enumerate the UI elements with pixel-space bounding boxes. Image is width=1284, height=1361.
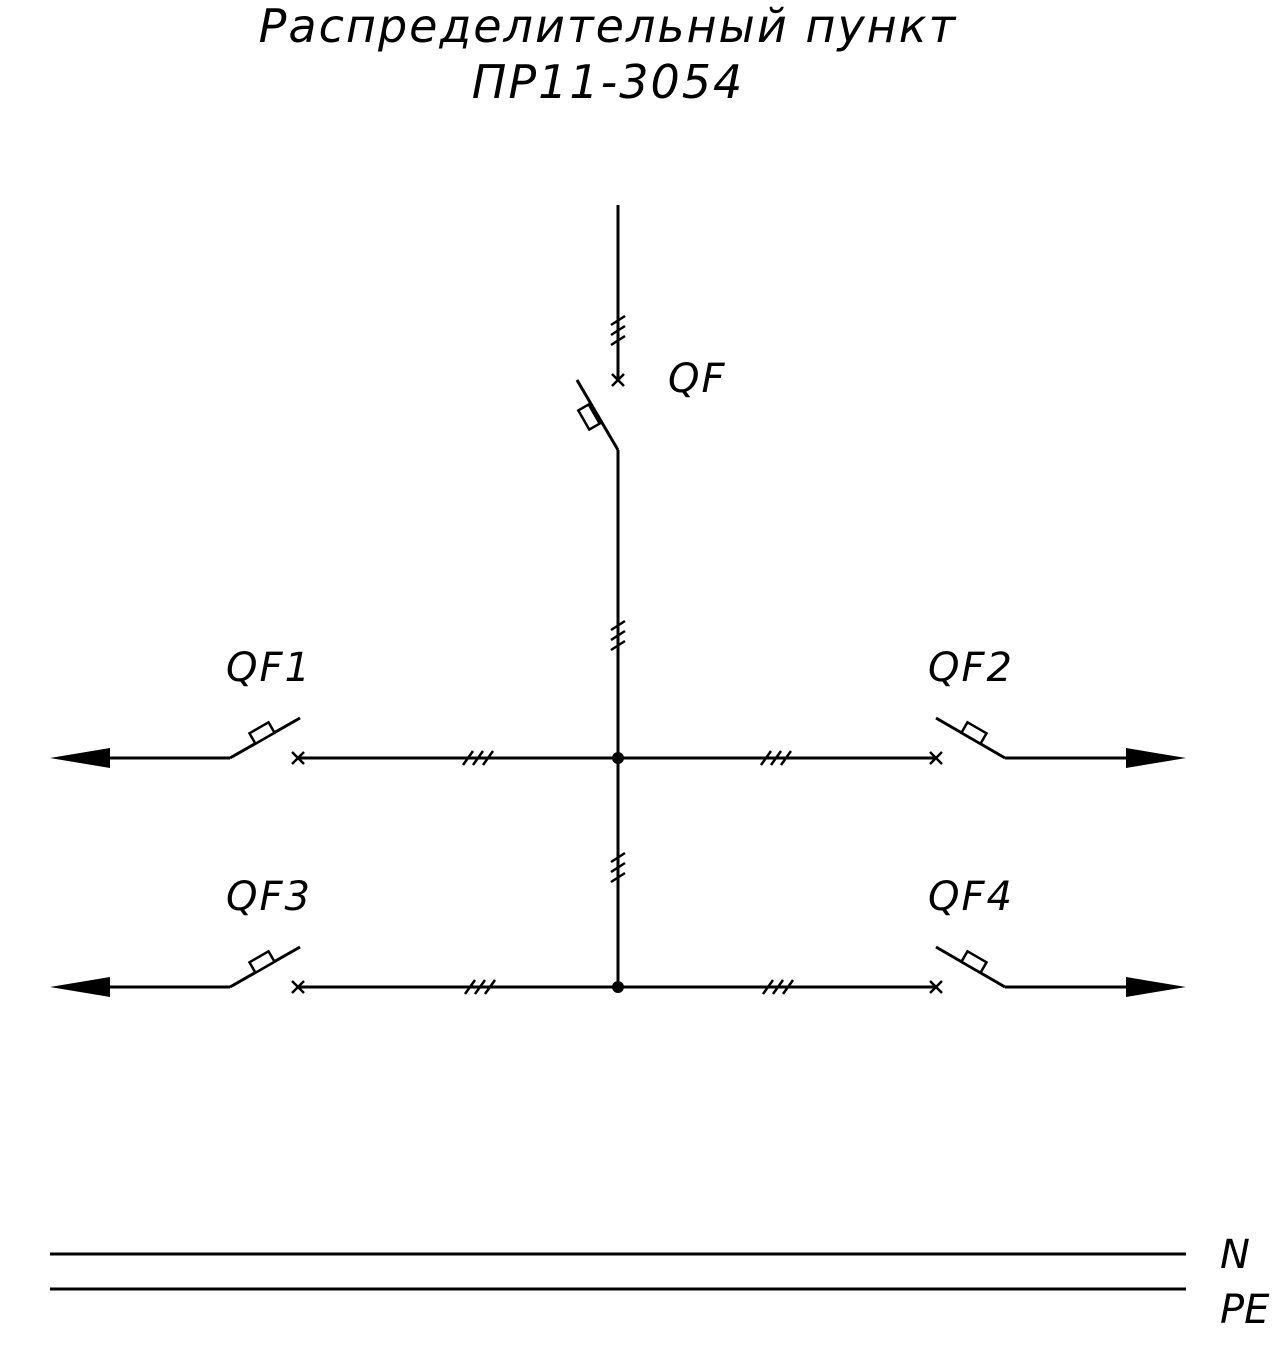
feeder-row-1: QF1 QF2 [50,645,1186,768]
three-phase-mark-upper [610,619,626,652]
breaker-qf [575,379,620,451]
three-phase-mark-main [610,314,626,347]
protective-earth-bus: PE [50,1287,1270,1333]
breaker-qf1-release [247,720,277,746]
breaker-qf4-label: QF4 [928,874,1014,920]
contact-cross-qf4 [929,980,943,994]
breaker-qf3 [50,945,305,997]
outgoing-arrow-qf4 [1126,977,1186,997]
outgoing-arrow-qf3 [50,977,110,997]
breaker-qf2-release [959,720,989,746]
three-phase-mark-row1-left [461,750,495,766]
breaker-qf3-release [247,949,277,975]
breaker-qf-release [576,402,602,432]
three-phase-mark-row1-right [759,750,793,766]
outgoing-arrow-qf1 [50,748,110,768]
main-feeder: QF [575,205,727,988]
outgoing-arrow-qf2 [1126,748,1186,768]
breaker-qf-label: QF [668,356,727,402]
breaker-qf1 [50,716,305,768]
breaker-qf3-label: QF3 [226,874,312,920]
breaker-qf4-release [959,949,989,975]
breaker-qf2-label: QF2 [928,645,1014,691]
three-phase-mark-lower [610,851,626,884]
breaker-qf-blade [575,379,620,451]
three-phase-mark-row2-left [463,979,497,995]
diagram-title-line1: Распределительный пункт [259,0,958,53]
contact-cross-qf2 [929,751,943,765]
breaker-qf2 [929,716,1186,768]
feeder-row-2: QF3 QF4 [50,874,1186,997]
neutral-bus: N [50,1232,1252,1278]
contact-cross-main [611,373,625,387]
contact-cross-qf3 [291,980,305,994]
protective-earth-bus-label: PE [1220,1287,1270,1333]
three-phase-mark-row2-right [761,979,795,995]
breaker-qf4 [929,945,1186,997]
neutral-bus-label: N [1220,1232,1252,1278]
contact-cross-qf1 [291,751,305,765]
diagram-title-line2: ПР11-3054 [472,55,745,109]
breaker-qf1-label: QF1 [226,645,312,691]
